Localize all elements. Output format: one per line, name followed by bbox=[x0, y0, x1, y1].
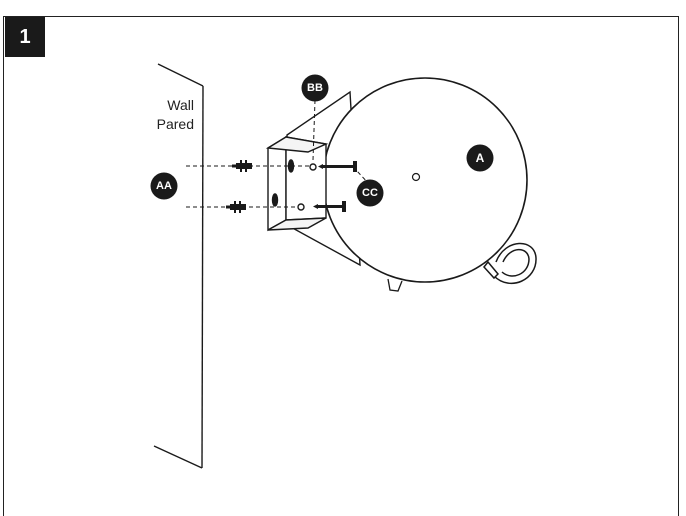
callout-a-label: A bbox=[476, 151, 485, 165]
diagram-frame bbox=[3, 16, 679, 516]
mounting-bracket bbox=[265, 135, 329, 232]
power-cord-loop bbox=[483, 242, 537, 285]
screw-bottom bbox=[313, 201, 346, 212]
wall-label-english: Wall bbox=[167, 97, 194, 113]
center-hole-icon bbox=[411, 172, 421, 182]
unit-main-body bbox=[322, 77, 528, 283]
wall-anchor-bottom bbox=[226, 201, 246, 213]
step-number-badge: 1 bbox=[5, 17, 45, 57]
step-number: 1 bbox=[19, 25, 31, 48]
callout-aa: AA bbox=[150, 172, 178, 200]
screw-top bbox=[318, 161, 357, 172]
callout-cc: CC bbox=[356, 179, 384, 207]
wall-label-spanish: Pared bbox=[156, 116, 194, 132]
callout-a: A bbox=[466, 144, 494, 172]
callout-aa-label: AA bbox=[156, 180, 172, 192]
mounting-illustration: BB AA CC A bbox=[150, 63, 537, 469]
wall-panel bbox=[153, 63, 204, 469]
wall-label: Wall Pared bbox=[140, 96, 194, 134]
keyhole-slot-icon bbox=[271, 193, 279, 207]
unit-bottom-knob bbox=[387, 278, 403, 292]
wall-anchor-top bbox=[232, 160, 252, 172]
callout-cc-label: CC bbox=[362, 187, 378, 199]
callout-bb-label: BB bbox=[307, 82, 323, 94]
callout-bb: BB bbox=[301, 74, 329, 102]
